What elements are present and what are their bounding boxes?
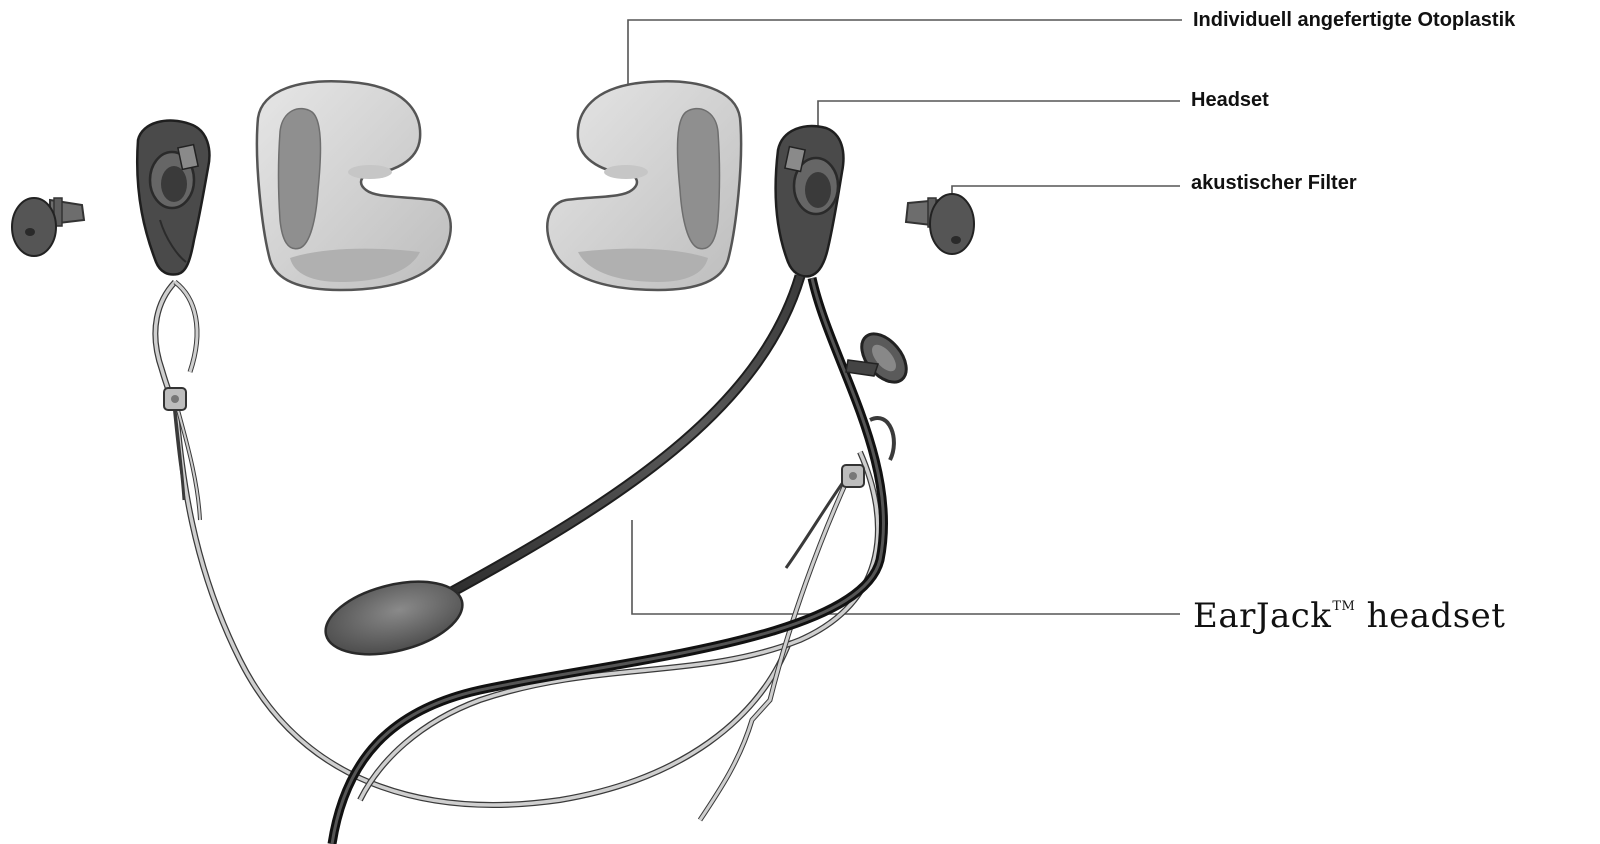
product-suffix: headset (1355, 596, 1506, 636)
right-acoustic-filter (904, 193, 975, 255)
leader-line-earjack (631, 520, 1180, 615)
main-cable (327, 277, 889, 844)
light-cables (152, 279, 896, 822)
product-name: EarJack (1193, 596, 1332, 636)
right-custom-earmold (546, 80, 743, 292)
left-acoustic-filter (11, 197, 86, 257)
boom-microphone (324, 274, 806, 656)
right-headset-module (774, 124, 845, 278)
trademark-symbol: TM (1332, 599, 1356, 614)
cable-clip (845, 332, 908, 384)
label-custom-earmold: Individuell angefertigte Otoplastik (1193, 9, 1516, 31)
label-earjack-headset: EarJackTM headset (1193, 587, 1505, 636)
leader-line-otoplastik (627, 19, 1182, 96)
left-headset-module (136, 119, 211, 276)
label-headset: Headset (1191, 89, 1269, 111)
label-acoustic-filter: akustischer Filter (1191, 172, 1357, 194)
leader-line-filter (951, 185, 1180, 208)
left-custom-earmold (255, 80, 452, 292)
microphone-capsule (324, 580, 464, 656)
leader-line-headset (817, 100, 1180, 130)
